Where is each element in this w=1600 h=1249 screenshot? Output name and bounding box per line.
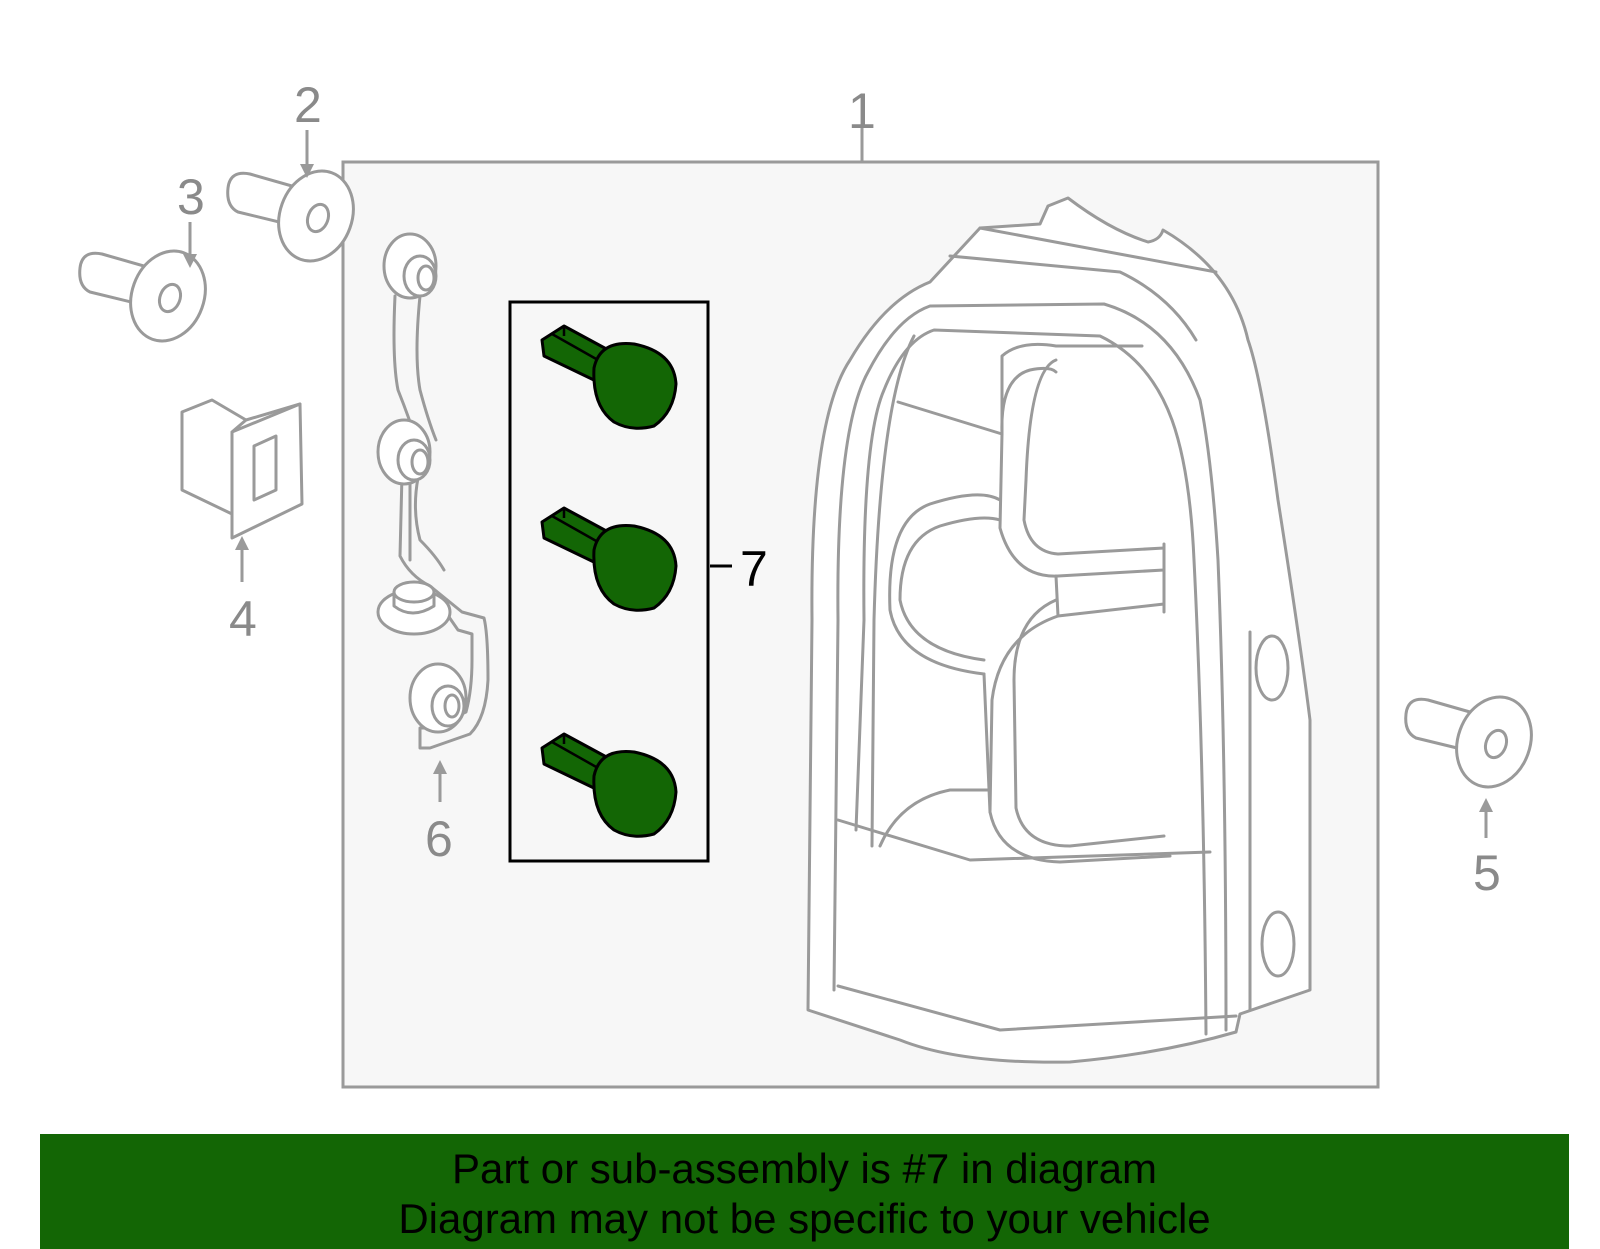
callout-6: 6: [425, 811, 453, 867]
clip-part-4: [180, 398, 304, 540]
callout-1: 1: [848, 83, 876, 139]
callout-4: 4: [229, 591, 257, 647]
callout-2: 2: [294, 77, 322, 133]
info-banner: Part or sub-assembly is #7 in diagram Di…: [40, 1134, 1569, 1249]
callout-5: 5: [1473, 845, 1501, 901]
callout-3: 3: [177, 169, 205, 225]
push-pin-part-3: [78, 238, 220, 354]
bulb-group-box: [508, 300, 710, 863]
banner-line-2: Diagram may not be specific to your vehi…: [398, 1195, 1211, 1242]
wiring-harness-part-6: [376, 232, 490, 750]
tail-lamp-housing: [806, 196, 1312, 1064]
banner-line-1: Part or sub-assembly is #7 in diagram: [452, 1145, 1157, 1192]
push-pin-part-5: [1404, 684, 1546, 800]
callout-7: 7: [740, 541, 768, 597]
